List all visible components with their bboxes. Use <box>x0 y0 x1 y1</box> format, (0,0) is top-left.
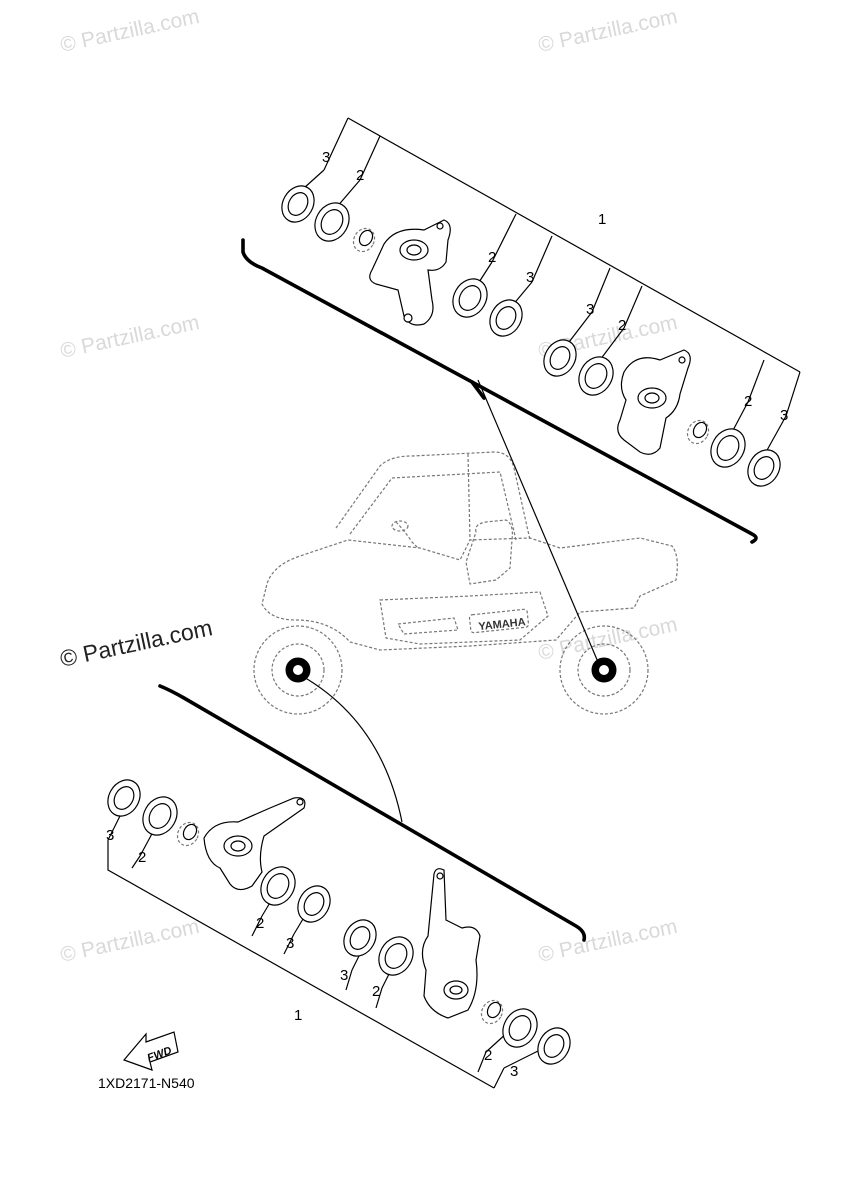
front-wheel <box>253 625 343 715</box>
seal-part <box>281 185 315 223</box>
bearing-part <box>378 936 414 976</box>
rear-pointer-line <box>477 379 599 663</box>
bearing-part <box>314 202 350 242</box>
callout-rear-assembly: 1 <box>598 211 606 228</box>
seal-part <box>537 1027 571 1065</box>
front-knuckle-part <box>203 797 306 891</box>
seal-part <box>343 919 377 957</box>
callout-bearing: 2 <box>618 317 626 334</box>
spacer-part <box>352 227 376 253</box>
diagram-code: 1XD2171-N540 <box>98 1075 195 1091</box>
spacer-part <box>686 419 710 445</box>
callout-seal: 3 <box>286 935 294 952</box>
callout-seal: 3 <box>340 967 348 984</box>
callout-bearing: 2 <box>138 849 146 866</box>
callout-front-assembly: 1 <box>294 1007 302 1024</box>
callout-seal: 3 <box>780 407 788 424</box>
seal-part <box>747 449 781 487</box>
fwd-arrow-icon: FWD <box>122 1031 179 1071</box>
vehicle-logo: YAMAHA <box>478 616 526 633</box>
spacer-part <box>480 999 504 1025</box>
callout-bearing: 2 <box>744 393 752 410</box>
callout-bearing: 2 <box>356 167 364 184</box>
rear-knuckle-part <box>369 219 451 326</box>
front-assembly-group: 3 2 2 3 1 3 2 2 3 <box>106 684 587 1089</box>
callout-bearing: 2 <box>256 915 264 932</box>
bearing-part <box>710 428 746 468</box>
rear-assembly-group: 1 3 2 2 3 3 2 2 3 <box>241 117 801 544</box>
callout-seal: 3 <box>526 269 534 286</box>
seal-part <box>107 779 141 817</box>
watermark: © Partzilla.com <box>58 5 201 57</box>
seal-part <box>543 339 577 377</box>
watermark: © Partzilla.com <box>536 915 679 967</box>
bearing-part <box>142 796 178 836</box>
bearing-part <box>502 1008 538 1048</box>
partzilla-watermark: © Partzilla.com <box>58 614 215 672</box>
front-bracket-line <box>158 684 587 942</box>
front-knuckle-part <box>421 868 481 1019</box>
callout-seal: 3 <box>322 149 330 166</box>
callout-bearing: 2 <box>488 249 496 266</box>
bearing-part <box>452 278 488 318</box>
callout-seal: 3 <box>106 827 114 844</box>
rear-bracket-line <box>241 238 758 544</box>
front-callout-tree <box>107 807 541 1089</box>
watermark: © Partzilla.com <box>536 5 679 57</box>
callout-seal: 3 <box>510 1063 518 1080</box>
callout-bearing: 2 <box>484 1047 492 1064</box>
rear-wheel <box>559 625 649 715</box>
watermark: © Partzilla.com <box>58 311 201 363</box>
bearing-part <box>578 356 614 396</box>
callout-bearing: 2 <box>372 983 380 1000</box>
watermark: © Partzilla.com <box>58 915 201 967</box>
front-pointer-line <box>301 675 403 823</box>
spacer-part <box>176 821 200 847</box>
seal-part <box>297 885 331 923</box>
rear-knuckle-part <box>617 349 691 455</box>
seal-part <box>489 299 523 337</box>
bearing-part <box>260 866 296 906</box>
callout-seal: 3 <box>586 301 594 318</box>
watermark: © Partzilla.com <box>536 613 679 665</box>
vehicle-illustration: YAMAHA <box>253 379 678 823</box>
